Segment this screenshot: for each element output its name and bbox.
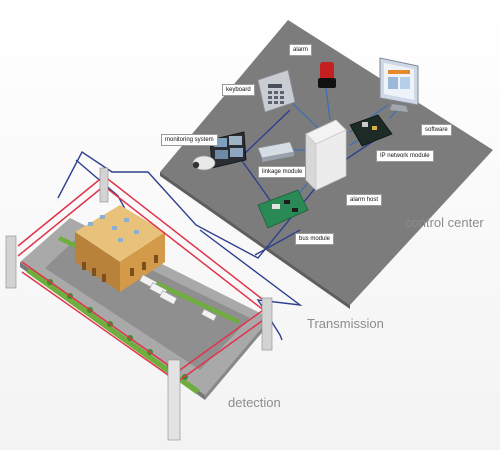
alarm-host-device <box>305 119 347 191</box>
trucks <box>139 274 217 322</box>
factory-building <box>75 205 165 292</box>
monitoring-system-label: monitoring system <box>161 134 218 146</box>
keyboard-device <box>257 69 296 113</box>
ip-network-module-board <box>349 114 393 147</box>
linkage-module-label: linkage module <box>258 166 307 178</box>
monitoring-system-device <box>192 131 247 171</box>
alarm-label: alarm <box>289 44 313 56</box>
detection-beams <box>17 175 267 383</box>
control-center-zone-label: control center <box>405 215 484 230</box>
detector-pillars <box>5 167 273 441</box>
software-monitor <box>379 57 419 112</box>
transmission-zone-label: Transmission <box>307 316 384 331</box>
bus-module-board <box>257 189 309 229</box>
alarm-siren <box>318 62 336 88</box>
ip-network-module-label: IP network module <box>376 150 434 162</box>
linkage-module-device <box>257 141 295 162</box>
detection-zone-label: detection <box>228 395 281 410</box>
bus-module-label: bus module <box>295 233 335 245</box>
alarm-host-label: alarm host <box>346 194 383 206</box>
keyboard-label: keyboard <box>222 84 255 96</box>
software-label: software <box>421 124 452 136</box>
